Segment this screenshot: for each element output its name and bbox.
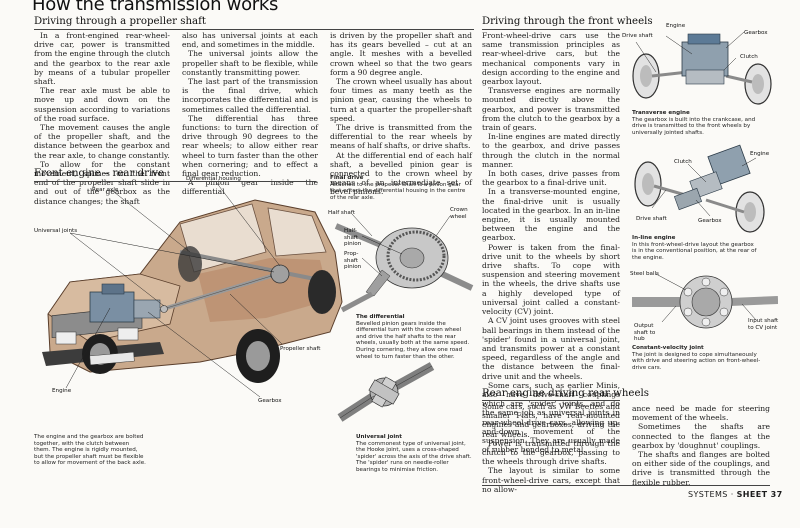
paragraph: Transverse engines are normally mounted … [482,86,620,133]
paragraph: The crown wheel usually has about four t… [330,77,472,123]
universal-joint-title: Universal joint [356,434,402,440]
label-prop-shaft-pinion: Prop-shaft pinion [344,251,362,271]
footer-rule [482,485,770,486]
final-drive-caption: Attached to the propeller shaft is a pin… [330,181,466,201]
label-rear-axle: Rear axle [92,187,119,193]
differential-title: The differential [356,314,405,320]
paragraph: is driven by the propeller shaft and has… [330,31,472,77]
label-clutch-inline: Clutch [674,159,692,165]
car-cutaway-illustration [42,182,343,398]
label-universal-joints: Universal joints [34,228,78,234]
paragraph: also has universal joints at each end, a… [182,31,318,50]
universal-joint-illustration [337,362,435,422]
paragraph: Some cars, such as VW Beetles and smalle… [482,402,620,439]
paragraph: Power is transmitted through the clutch … [482,438,620,467]
cv-caption-block: Constant-velocity joint The joint is des… [632,345,764,371]
section-heading-rear-engine: Rear engine driving rear wheels [482,388,649,399]
label-gearbox-inline: Gearbox [698,218,722,224]
label-steel-balls: Steel balls [630,271,659,277]
differential-caption-block: The differential Bevelled pinion gears i… [356,314,472,360]
heading-rule [34,181,316,182]
propeller-col-3: is driven by the propeller shaft and has… [330,31,472,197]
propeller-col-1: In a front-engined rear-wheel-drive car,… [34,31,170,206]
rear-engine-col-2: ance need be made for steering movement … [632,404,770,487]
paragraph: The layout is similar to some front-whee… [482,466,620,494]
paragraph: At the differential end of each half sha… [330,150,472,197]
paragraph: ance need be made for steering movement … [632,404,770,423]
paragraph: In both cases, drive passes from the gea… [482,169,620,188]
footer-separator: · [730,490,734,499]
paragraph: The universal joints allow the propeller… [182,49,318,77]
inline-title: In-line engine [632,235,676,241]
inline-caption: In this front-wheel-drive layout the gea… [632,241,757,261]
paragraph: The movement causes the angle of the pro… [34,123,170,160]
transverse-title: Transverse engine [632,110,690,116]
page-title: How the transmission works [32,0,279,15]
section-heading-front-wheels: Driving through the front wheels [482,16,653,27]
transverse-engine-illustration [632,31,772,105]
label-differential-housing: Differential housing [186,176,241,182]
label-engine-transverse: Engine [666,23,686,29]
label-crown-wheel: Crown wheel [450,207,468,220]
inline-engine-illustration [634,144,765,233]
paragraph: The differential has three functions: to… [182,113,318,179]
heading-rule [482,29,620,30]
label-half-shaft: Half shaft [328,210,355,216]
footer-sheet: SHEET 37 [736,490,783,499]
universal-joint-caption-block: Universal joint The commonest type of un… [356,434,474,474]
section-heading-propeller: Driving through a propeller shaft [34,16,206,27]
paragraph: A CV joint uses grooves with steel ball … [482,316,620,381]
paragraph: The drive is transmitted from the differ… [330,123,472,151]
page-footer: SYSTEMS · SHEET 37 [688,490,783,499]
paragraph: In-line engines are mated directly to th… [482,132,620,169]
paragraph: The rear axle must be able to move up an… [34,86,170,123]
paragraph: The last part of the transmission is the… [182,77,318,114]
propeller-col-2: also has universal joints at each end, a… [182,31,318,197]
transverse-caption-block: Transverse engine The gearbox is built i… [632,110,760,136]
universal-joint-caption: The commonest type of universal joint, t… [356,440,472,473]
front-wheels-text: Front-wheel-drive cars use the same tran… [482,31,620,454]
differential-caption: Bevelled pinion gears inside the differe… [356,320,470,360]
inline-caption-block: In-line engine In this front-wheel-drive… [632,235,760,261]
label-engine: Engine [52,388,72,394]
paragraph: Front-wheel-drive cars use the same tran… [482,31,620,87]
figure-heading-front-engine: Front engine – rear drive [34,168,165,179]
paragraph: Power is taken from the final-drive unit… [482,242,620,317]
paragraph: Sometimes the shafts are connected to th… [632,422,770,450]
label-propeller-shaft: Propeller shaft [280,346,321,352]
paragraph: To allow for the constant movement, spli… [34,159,170,206]
footer-section: SYSTEMS [688,490,728,499]
label-clutch-transverse: Clutch [740,54,758,60]
heading-rule [482,400,620,401]
cv-joint-illustration [632,273,778,329]
paragraph: In a front-engined rear-wheel-drive car,… [34,31,170,87]
rear-engine-col-1: Some cars, such as VW Beetles and smalle… [482,402,620,494]
label-engine-inline: Engine [750,151,770,157]
label-drive-shaft-inline: Drive shaft [636,216,667,222]
label-gearbox-transverse: Gearbox [744,30,768,36]
label-output-shaft: Output shaft to hub [634,323,656,343]
cv-caption: The joint is designed to cope simultaneo… [632,351,761,371]
final-drive-title: Final drive [330,175,364,181]
transverse-caption: The gearbox is built into the crankcase,… [632,116,756,136]
heading-rule [34,29,474,30]
label-gearbox: Gearbox [258,398,282,404]
paragraph: In a transverse-mounted engine, the fina… [482,187,620,243]
cv-title: Constant-velocity joint [632,345,704,351]
label-input-shaft: Input shaft to CV joint [748,318,779,331]
paragraph: Some cars, such as earlier Minis, also h… [482,380,620,455]
label-drive-shaft-transverse: Drive shaft [622,33,653,39]
label-half-shaft-pinion: Half-shaft pinion [344,228,362,248]
paragraph: The shafts and flanges are bolted on eit… [632,450,770,487]
caption-front-engine: The engine and the gearbox are bolted to… [34,434,146,467]
final-drive-caption-block: Final drive Attached to the propeller sh… [330,175,470,201]
paragraph: A pinion gear inside the differential [182,178,318,197]
differential-illustration [334,213,474,313]
